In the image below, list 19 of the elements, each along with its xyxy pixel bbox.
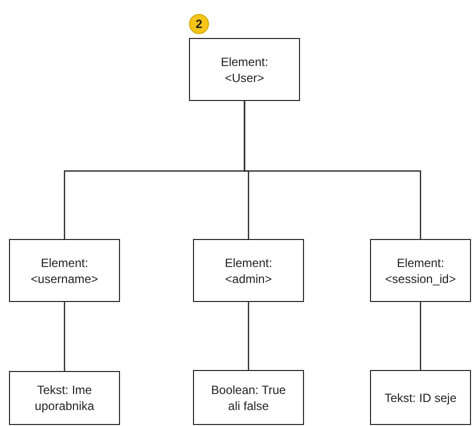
node-text: Element: <User> (220, 54, 270, 86)
number-badge: 2 (189, 14, 209, 34)
node-text: Boolean: True ali false (210, 382, 287, 414)
connector-line (64, 302, 66, 371)
node-text: Element: <session_id> (384, 254, 457, 286)
connector-line (248, 302, 250, 370)
node-text: Tekst: ID seje (384, 390, 457, 406)
connector-line (244, 101, 422, 239)
node-text: Element: <admin> (224, 254, 274, 286)
node-text: Tekst: Ime uporabnika (34, 382, 96, 414)
element-box (193, 370, 304, 425)
element-box (189, 38, 300, 101)
element-box (9, 239, 120, 302)
connector-line (420, 302, 422, 370)
node-text: Element: <username> (30, 254, 100, 286)
element-box (370, 370, 471, 425)
element-box (9, 371, 120, 425)
element-box (193, 239, 304, 302)
element-box (370, 239, 471, 302)
